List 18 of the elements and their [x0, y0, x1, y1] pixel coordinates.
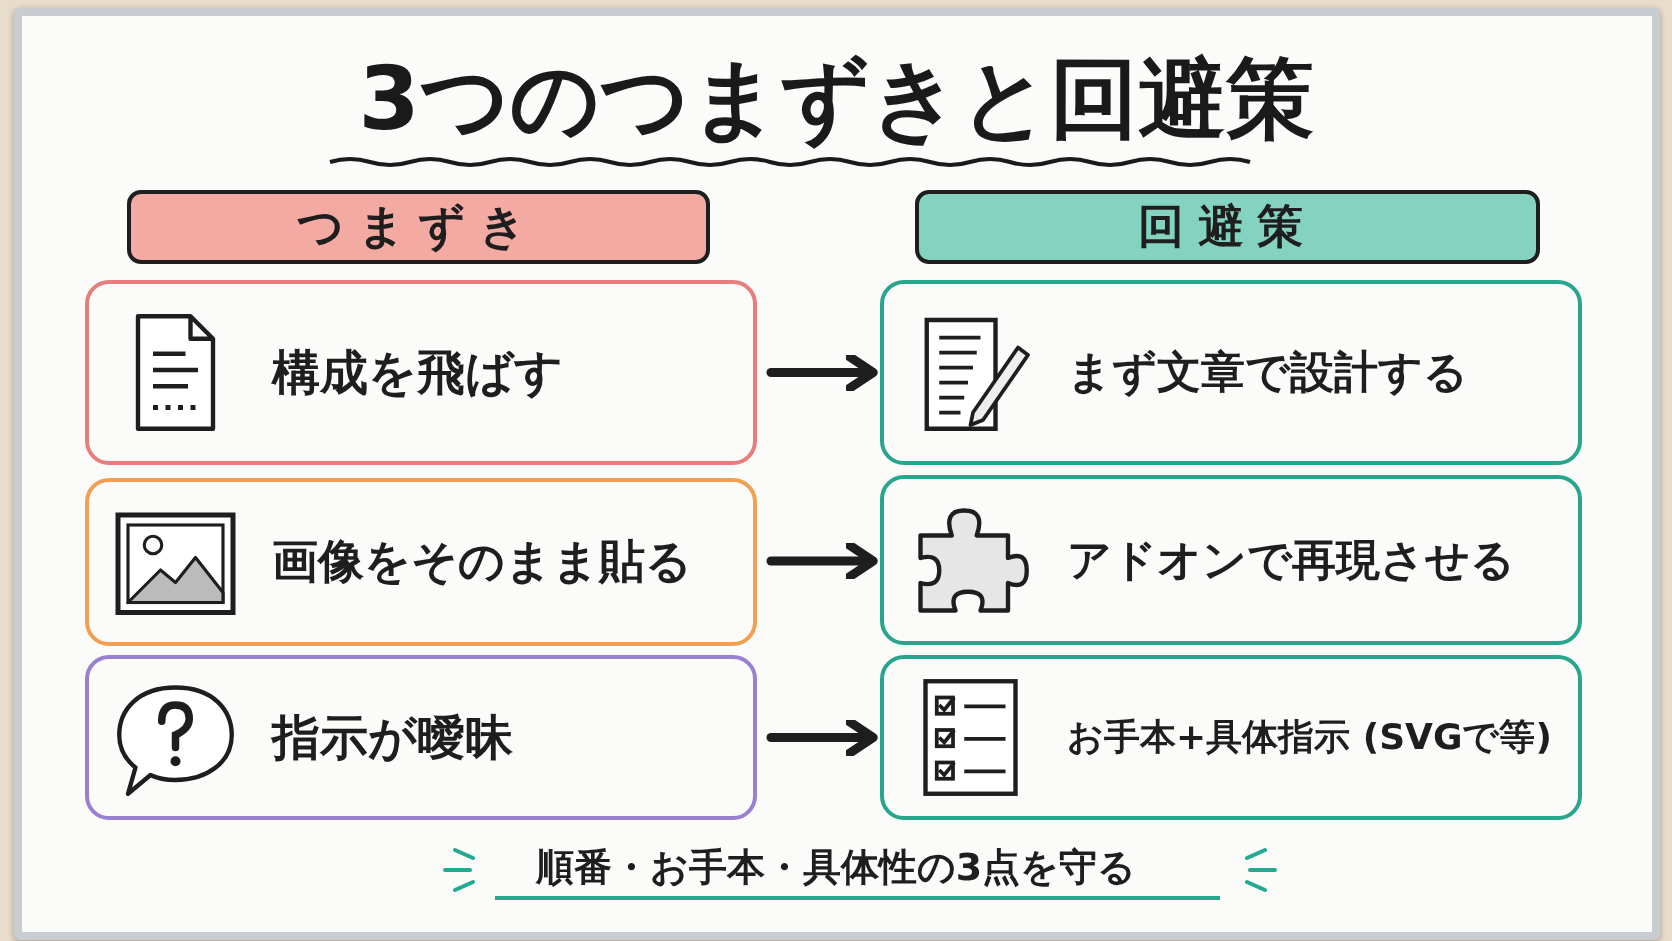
header-band — [127, 190, 710, 264]
problem-card — [85, 280, 757, 465]
solution-card — [880, 475, 1582, 645]
solution-text: お手本+具体指示 (SVGで等) — [1067, 715, 1552, 759]
title: 3つのつまずきと回避策 — [358, 46, 1314, 152]
caption: 順番・お手本・具体性の3点を守る — [535, 844, 1137, 891]
solution-text: まず文章で設計する — [1067, 345, 1468, 399]
solution-card — [880, 655, 1582, 820]
problem-card — [85, 478, 757, 646]
problem-text: 構成を飛ばす — [272, 342, 563, 402]
problem-text: 画像をそのまま貼る — [272, 533, 692, 590]
solution-card — [880, 280, 1582, 465]
solution-text: アドオンで再現させる — [1067, 532, 1515, 587]
problem-card — [85, 655, 757, 820]
column-heading: 回避策 — [1137, 198, 1318, 255]
header-band — [915, 190, 1540, 264]
column-heading: つまずき — [296, 198, 541, 255]
problem-text: 指示が曖昧 — [272, 707, 513, 767]
